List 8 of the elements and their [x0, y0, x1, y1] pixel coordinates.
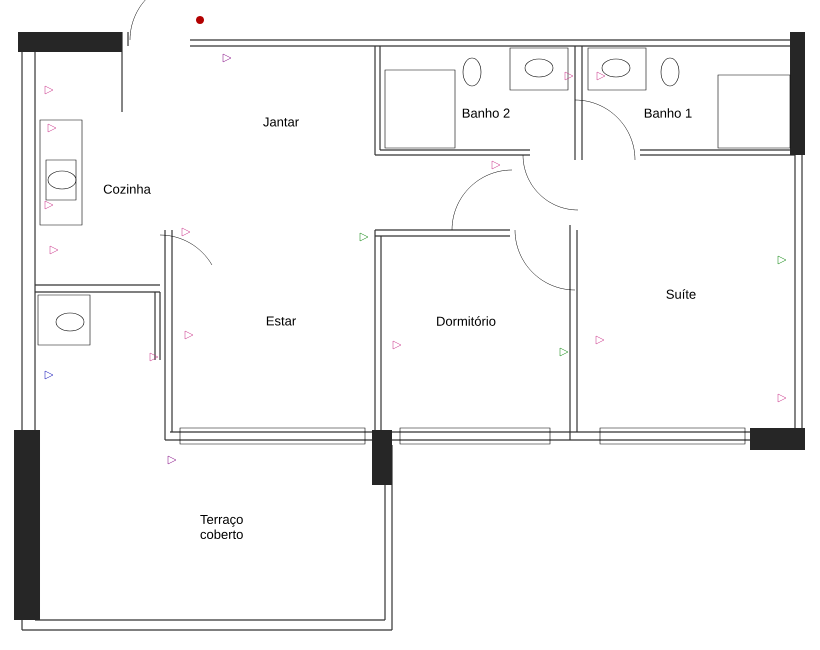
room-label: Suíte — [666, 289, 696, 299]
room-label: Terraço coberto — [200, 514, 243, 540]
room-label: Jantar — [263, 117, 299, 127]
room-label: Banho 2 — [462, 108, 510, 118]
room-label: Cozinha — [104, 184, 151, 194]
room-label: Banho 1 — [644, 108, 692, 118]
room-label: Dormitório — [437, 316, 496, 326]
room-label: Estar — [266, 316, 296, 326]
